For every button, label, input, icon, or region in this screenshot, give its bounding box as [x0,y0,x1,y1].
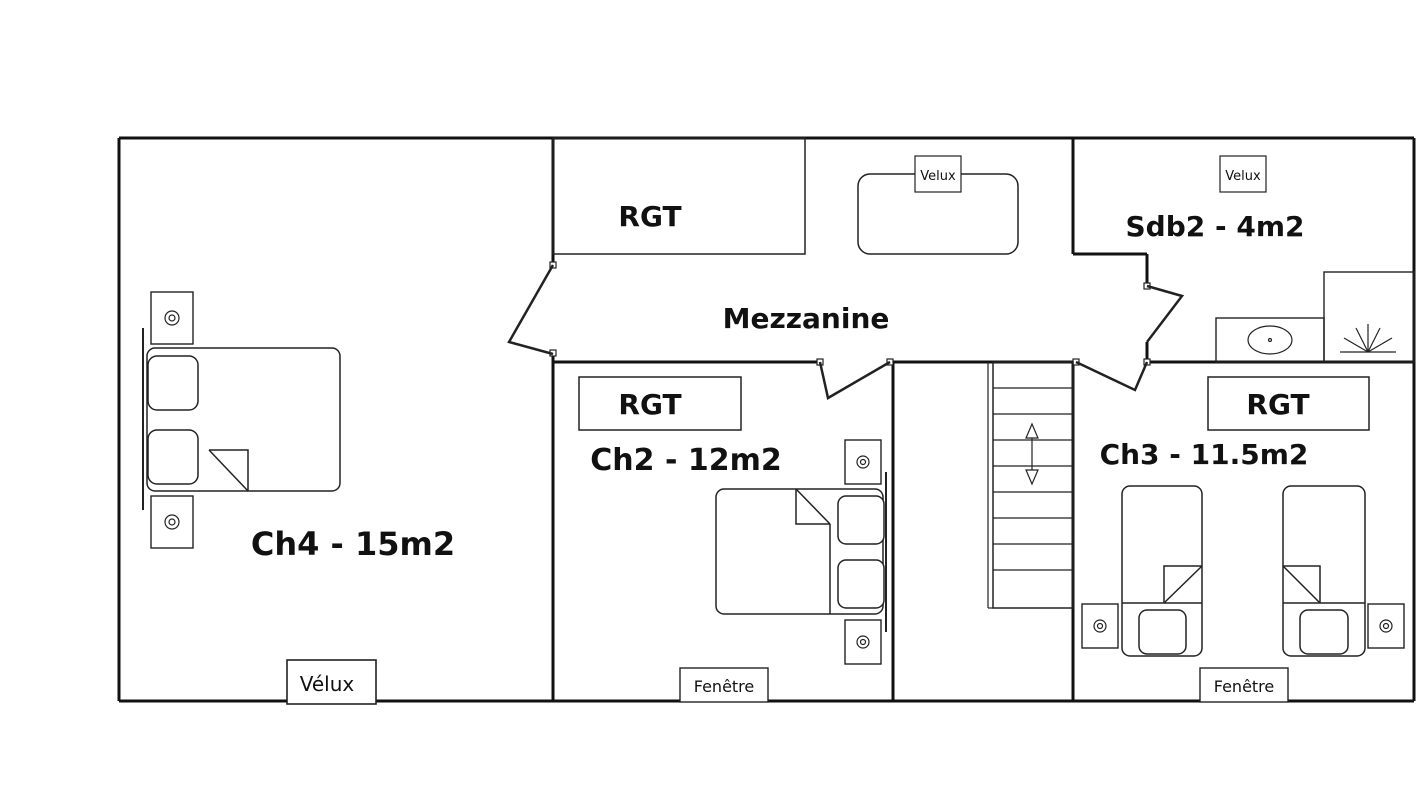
ch3-bed-right [1282,485,1366,657]
ch4-bed [142,328,341,510]
sdb2-label: Sdb2 - 4m2 [1126,210,1305,243]
velux-sdb-label: Velux [1225,169,1261,184]
ch2-nightstand-bottom [844,619,882,665]
ch2-bed [715,472,887,632]
stair-direction-arrow-icon [1025,422,1039,486]
ch4-nightstand-bottom [150,495,194,549]
rgt-ch3-label: RGT [1246,388,1309,421]
fenetre-ch2-label: Fenêtre [694,677,755,696]
velux-ch4-box [286,659,377,705]
fenetre-ch2-box [679,667,769,703]
ch3-nightstand-left [1081,603,1119,649]
velux-sdb-box [1219,155,1267,193]
fenetre-ch3-box [1199,667,1289,703]
rgt-top-label: RGT [618,200,681,233]
ch2-label: Ch2 - 12m2 [590,443,781,478]
velux-mezz-box [914,155,962,193]
mezzanine-label: Mezzanine [723,302,890,335]
sink-basin [1247,325,1293,355]
rgt-ch2-label: RGT [618,388,681,421]
staircase [987,361,1074,609]
ch2-nightstand-top [844,439,882,485]
rgt-ch3-box [1207,376,1370,431]
doors [507,261,1185,400]
ch3-bed-left [1121,485,1203,657]
ch3-label: Ch3 - 11.5m2 [1100,438,1309,471]
ch3-nightstand-right [1367,603,1405,649]
sink [1215,317,1325,363]
ch4-label: Ch4 - 15m2 [251,525,455,563]
rgt-top-box [552,137,806,255]
velux-mezz-label: Velux [920,169,956,184]
shower [1323,271,1415,363]
fenetre-ch3-label: Fenêtre [1214,677,1275,696]
ch4-nightstand-top [150,291,194,345]
shower-head-icon [1340,324,1396,353]
rgt-ch2-box [578,376,742,431]
velux-ch4-label: Vélux [300,672,355,696]
